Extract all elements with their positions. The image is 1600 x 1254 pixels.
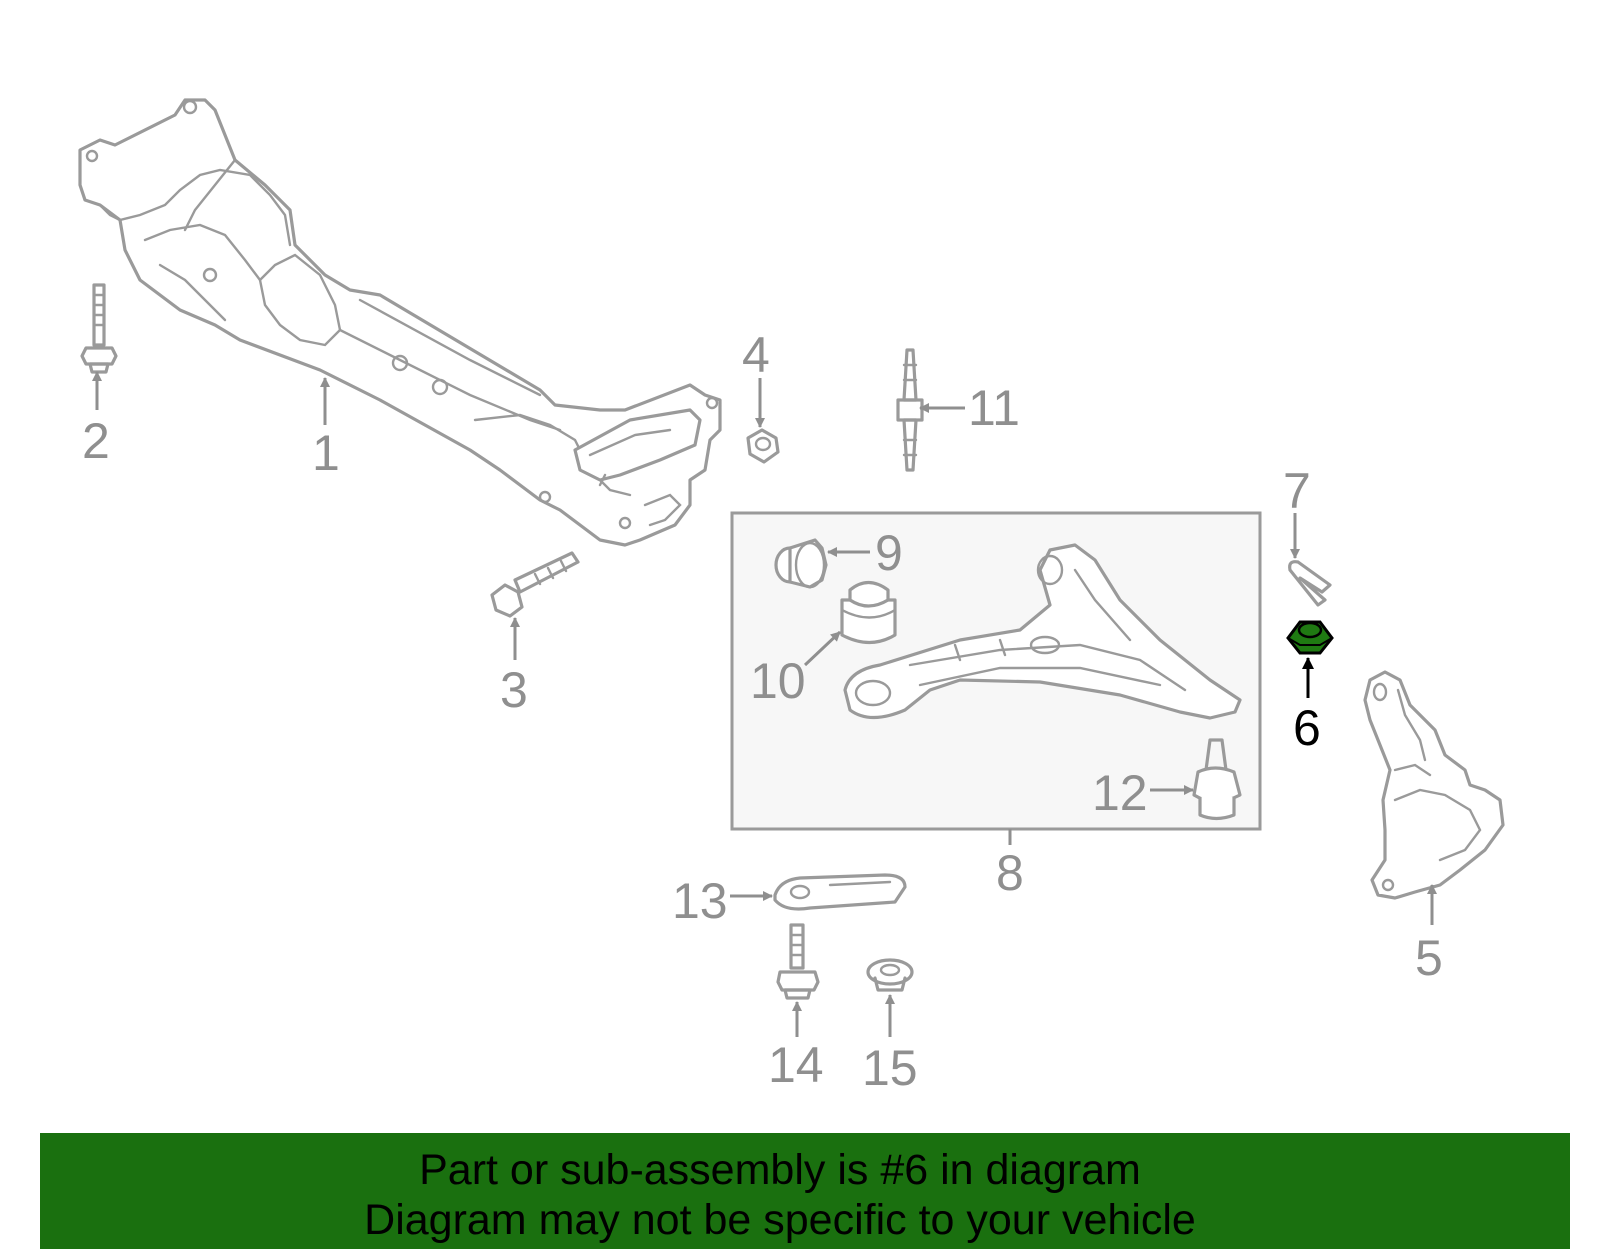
part-7-cotter-pin [1288,560,1332,607]
banner-line-2: Diagram may not be specific to your vehi… [364,1196,1196,1244]
leader-arrows [92,371,1437,1037]
callout-labels: 2 1 3 4 11 9 10 12 8 7 6 5 13 14 15 [82,327,1443,1096]
part-3-bolt [490,551,580,618]
part-5-knuckle [1363,670,1505,900]
callout-8: 8 [996,845,1024,901]
callout-11: 11 [968,380,1020,436]
callout-14: 14 [768,1037,824,1093]
callout-10: 10 [750,653,806,709]
callout-6: 6 [1293,700,1321,756]
part-11-stud [896,348,924,472]
part-6-nut [1286,620,1334,655]
callout-5: 5 [1415,930,1443,986]
part-8-control-arm [843,543,1242,720]
callout-2: 2 [82,413,110,469]
callout-15: 15 [862,1040,918,1096]
part-14-bolt [776,923,820,1000]
part-13-link [773,873,907,911]
arrow-10 [803,630,842,667]
part-2-bolt [80,283,118,374]
callout-12: 12 [1092,765,1148,821]
part-15-nut [866,958,914,992]
part-10-bushing [840,580,897,645]
part-1-crossmember [78,98,722,547]
callout-13: 13 [672,873,728,929]
banner-line-1: Part or sub-assembly is #6 in diagram [419,1146,1141,1194]
callout-3: 3 [500,662,528,718]
part-12-ball-joint [1192,738,1242,821]
part-9-bushing [774,538,828,589]
part-4-nut [746,428,780,464]
callout-4: 4 [742,327,770,383]
callout-9: 9 [875,525,903,581]
callout-1: 1 [312,425,340,481]
callout-7: 7 [1283,463,1311,519]
info-banner: Part or sub-assembly is #6 in diagram Di… [40,1133,1570,1249]
